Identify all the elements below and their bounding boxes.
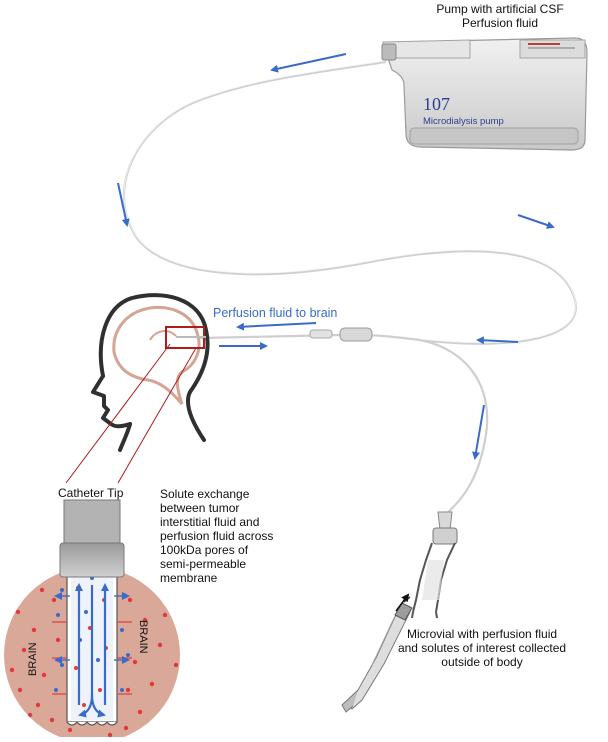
pump-model-number: 107 (423, 94, 450, 114)
solute-exchange-line: membrane (160, 571, 218, 585)
pump-caption-line: Pump with artificial CSF (436, 2, 564, 16)
microvial-caption-line: outside of body (441, 655, 523, 669)
microdialysis-pump: 107 Microdialysis pump (381, 37, 588, 151)
catheter-tip-label: Catheter Tip (58, 486, 124, 500)
flow-arrow (236, 322, 317, 331)
solute-exchange-line: interstitial fluid and (160, 515, 260, 529)
tube-connector (339, 327, 373, 342)
tube-connector (309, 329, 333, 339)
tubing-highlight (123, 60, 577, 343)
brain-label-left: BRAIN (27, 642, 39, 676)
solute-exchange-line: semi-permeable (160, 557, 247, 571)
brain-label-right: BRAIN (137, 620, 149, 654)
solute-exchange-line: 100kDa pores of (160, 543, 249, 557)
flow-arrow (476, 336, 519, 345)
solute-exchange-caption: Solute exchange between tumor interstiti… (160, 487, 310, 585)
flow-arrow (472, 404, 485, 460)
microvial-assembly (341, 511, 458, 713)
pump-caption: Pump with artificial CSF Perfusion fluid (400, 2, 600, 30)
zoom-lines (65, 343, 197, 484)
microvial-caption-line: and solutes of interest collected (397, 641, 567, 655)
catheter-shaft (63, 499, 121, 546)
flow-arrow (117, 182, 130, 227)
solute-exchange-line: perfusion fluid across (160, 529, 274, 543)
solute-exchange-line: Solute exchange (160, 487, 250, 501)
pump-device-name: Microdialysis pump (423, 116, 504, 127)
solute-exchange-line: between tumor (160, 501, 240, 515)
catheter-tip-inset: BRAIN BRAIN (4, 499, 180, 742)
pump-caption-line: Perfusion fluid (461, 16, 539, 30)
microvial-caption-line: Microvial with perfusion fluid (406, 627, 558, 641)
flow-arrows (117, 53, 555, 460)
flow-arrow (270, 53, 347, 73)
flow-arrow (517, 214, 555, 229)
microvial-caption: Microvial with perfusion fluid and solut… (392, 627, 572, 669)
catheter-collar (59, 542, 125, 578)
brain-outline (112, 305, 201, 405)
perfusion-flow-label: Perfusion fluid to brain (213, 306, 338, 320)
